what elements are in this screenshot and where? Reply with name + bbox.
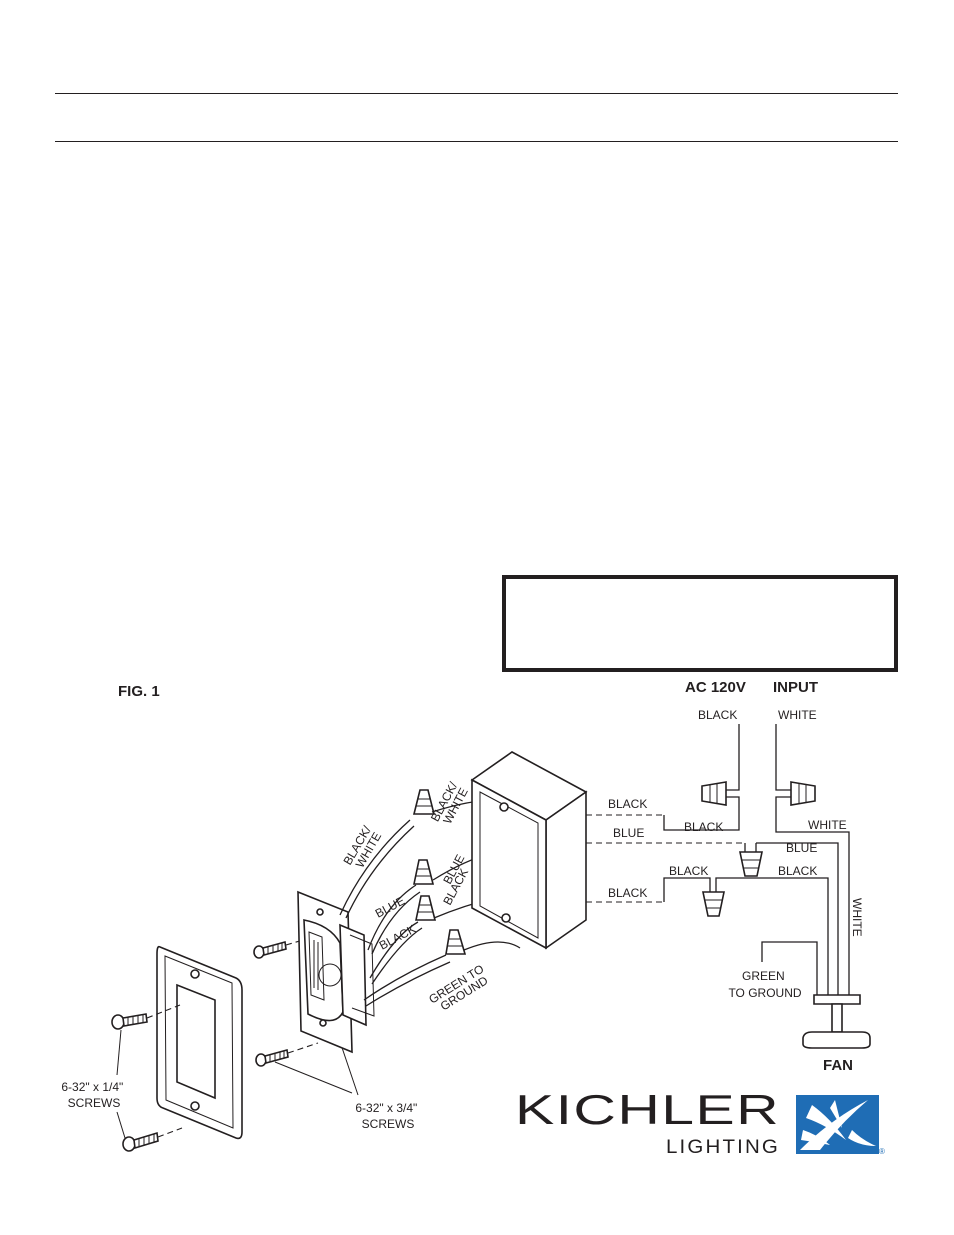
wire-nut-icon bbox=[412, 789, 436, 815]
black-left-label: BLACK bbox=[669, 864, 708, 878]
box-blue-label: BLUE bbox=[613, 826, 644, 840]
lead-black-white-label: BLACK/ WHITE bbox=[341, 821, 387, 874]
blue-label: BLUE bbox=[786, 841, 817, 855]
wire-nut-icon bbox=[701, 781, 727, 806]
lead-blue-label: BLUE bbox=[373, 894, 407, 921]
long-screws-label: 6-32" x 3/4" SCREWS bbox=[355, 1101, 420, 1131]
kichler-logo: KICHLER LIGHTING ® bbox=[515, 1086, 885, 1158]
screw-guide-line bbox=[146, 1004, 181, 1019]
wire-nut-icon bbox=[415, 895, 437, 921]
small-screw-top-icon bbox=[111, 1013, 148, 1030]
fan-control-device bbox=[297, 890, 375, 1054]
wire-nut-icon bbox=[413, 859, 435, 885]
box-black-top-label: BLACK bbox=[608, 797, 647, 811]
wire-nut-icon bbox=[790, 781, 816, 806]
wire-nut-icon bbox=[445, 929, 467, 955]
box-black-bottom-label: BLACK bbox=[608, 886, 647, 900]
white-vertical-label: WHITE bbox=[850, 898, 864, 937]
green-label: GREEN TO GROUND bbox=[728, 969, 801, 1000]
fig-label: FIG. 1 bbox=[118, 683, 160, 700]
top-rule bbox=[55, 93, 898, 94]
small-screws-label: 6-32" x 1/4" SCREWS bbox=[61, 1080, 126, 1110]
logo-star-icon bbox=[796, 1095, 879, 1154]
logo-sub-text: LIGHTING bbox=[666, 1137, 780, 1158]
plate-screw-hole-top-icon bbox=[190, 969, 200, 979]
plate-screw-hole-bottom-icon bbox=[190, 1101, 200, 1111]
callout-line bbox=[116, 1029, 122, 1076]
input-white-label: WHITE bbox=[778, 708, 817, 722]
wire-nut-icon bbox=[702, 891, 725, 917]
notice-box bbox=[502, 575, 898, 672]
fan-symbol-icon bbox=[802, 994, 871, 1049]
screw-guide-line bbox=[285, 934, 321, 946]
input-label: INPUT bbox=[773, 679, 818, 696]
long-screw-bottom-icon bbox=[255, 1048, 289, 1067]
logo-brand-text: KICHLER bbox=[515, 1086, 780, 1133]
wire-nut-icon bbox=[739, 851, 763, 877]
callout-line bbox=[116, 1111, 126, 1139]
bottom-rule bbox=[55, 141, 898, 142]
wall-plate bbox=[156, 945, 243, 1140]
screw-guide-line bbox=[157, 1127, 183, 1138]
input-black-label: BLACK bbox=[698, 708, 737, 722]
long-screw-top-icon bbox=[253, 940, 287, 959]
schematic-wires bbox=[663, 724, 850, 995]
logo-registered-mark: ® bbox=[879, 1147, 885, 1156]
lead-black-label: BLACK bbox=[377, 922, 418, 953]
black-right-label: BLACK bbox=[778, 864, 817, 878]
small-screw-bottom-icon bbox=[122, 1131, 159, 1152]
wire-nuts-left bbox=[412, 789, 467, 955]
screw-guide-line bbox=[287, 1042, 319, 1054]
fan-label: FAN bbox=[823, 1057, 853, 1074]
junction-box bbox=[470, 751, 588, 950]
control-leads bbox=[339, 819, 451, 1007]
white-run-label: WHITE bbox=[808, 818, 847, 832]
black-join-label: BLACK bbox=[684, 820, 723, 834]
ac-120v-label: AC 120V bbox=[685, 679, 746, 696]
schematic-wire-nuts bbox=[701, 781, 816, 917]
